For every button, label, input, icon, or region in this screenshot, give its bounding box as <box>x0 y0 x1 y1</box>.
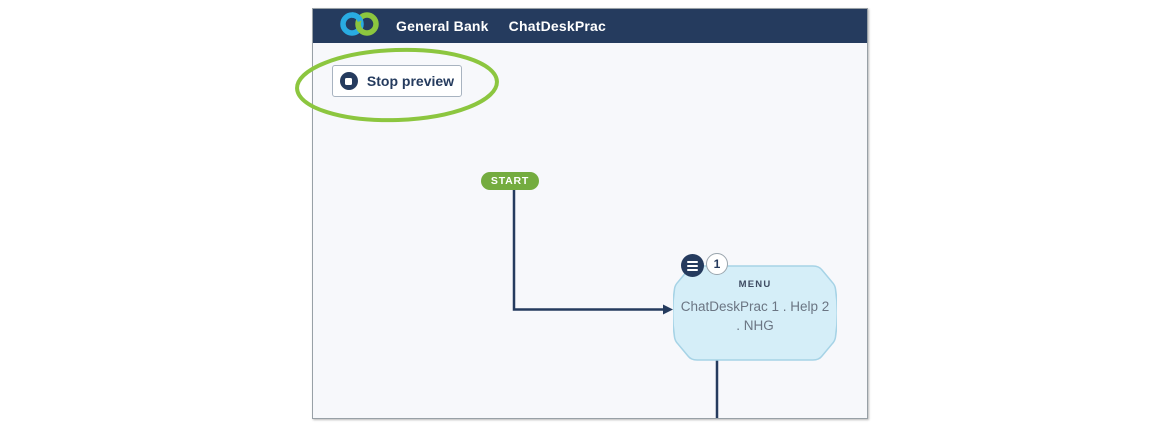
menu-node-title: ChatDeskPrac 1 . Help 2 . NHG <box>680 299 830 333</box>
flow-connectors <box>512 190 719 418</box>
nav-item-app[interactable]: ChatDeskPrac <box>508 18 607 34</box>
stop-preview-label: Stop preview <box>366 73 455 89</box>
menu-node-shape <box>673 265 837 361</box>
arrowhead-icon <box>663 304 673 315</box>
menu-node-type-label: MENU <box>738 279 772 290</box>
nav-item-brand[interactable]: General Bank <box>396 18 489 34</box>
app-window: General Bank ChatDeskPrac Stop preview S… <box>312 8 868 419</box>
brand-logo[interactable] <box>338 11 382 42</box>
stop-icon <box>339 72 358 90</box>
node-count-badge: 1 <box>706 253 728 275</box>
hamburger-menu-icon[interactable] <box>681 254 704 277</box>
menu-node[interactable]: 1 MENU ChatDeskPrac 1 . Help 2 . NHG <box>673 253 837 361</box>
header-bar: General Bank ChatDeskPrac <box>313 9 867 43</box>
menu-node-content: MENU ChatDeskPrac 1 . Help 2 . NHG <box>679 265 831 361</box>
start-node-label: START <box>490 175 530 187</box>
flow-canvas[interactable]: Stop preview START 1 MENU ChatDeskPrac 1… <box>313 43 867 418</box>
stop-preview-button[interactable]: Stop preview <box>332 65 462 97</box>
start-node[interactable]: START <box>481 172 539 190</box>
interlocking-rings-icon <box>338 11 382 42</box>
